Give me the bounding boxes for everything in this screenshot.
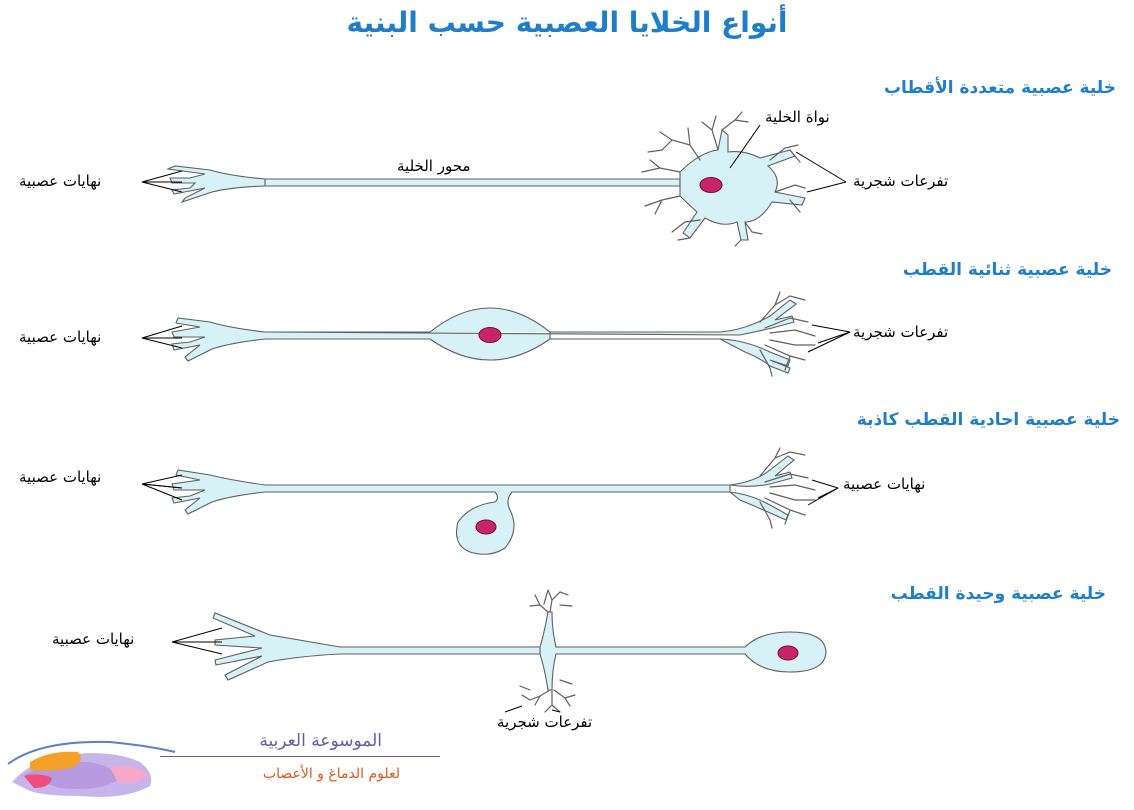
dendrites-label-1: تفرعات شجرية (853, 172, 949, 190)
brain-logo-icon (7, 740, 176, 797)
logo-name: الموسوعة العربية (259, 731, 382, 751)
logo-divider (160, 756, 440, 757)
terminals-label-3-left: نهايات عصبية (19, 468, 102, 486)
terminals-label-4: نهايات عصبية (52, 630, 135, 648)
terminals-label-3-right: نهايات عصبية (843, 475, 926, 493)
dendrites-label-4: تفرعات شجرية (497, 713, 593, 731)
page-title: أنواع الخلايا العصبية حسب البنية (346, 6, 788, 39)
unipolar-neuron (171, 589, 827, 713)
pseudounipolar-heading: خلية عصبية احادية القطب كاذبة (856, 410, 1120, 430)
logo: الموسوعة العربية لعلوم الدماغ و الأعصاب (0, 722, 440, 810)
logo-subtitle: لعلوم الدماغ و الأعصاب (262, 766, 400, 782)
bipolar-heading: خلية عصبية ثنائية القطب (902, 260, 1112, 280)
nucleus-label: نواة الخلية (765, 108, 830, 126)
terminals-label-2: نهايات عصبية (19, 328, 102, 346)
dendrites-label-2: تفرعات شجرية (853, 323, 949, 341)
bipolar-neuron (141, 291, 851, 377)
multipolar-neuron (141, 111, 847, 247)
axon-label: محور الخلية (397, 157, 471, 175)
unipolar-heading: خلية عصبية وحيدة القطب (890, 584, 1106, 604)
pseudounipolar-neuron (141, 447, 839, 555)
multipolar-heading: خلية عصبية متعددة الأقطاب (883, 78, 1116, 98)
terminals-label-1: نهايات عصبية (19, 172, 102, 190)
